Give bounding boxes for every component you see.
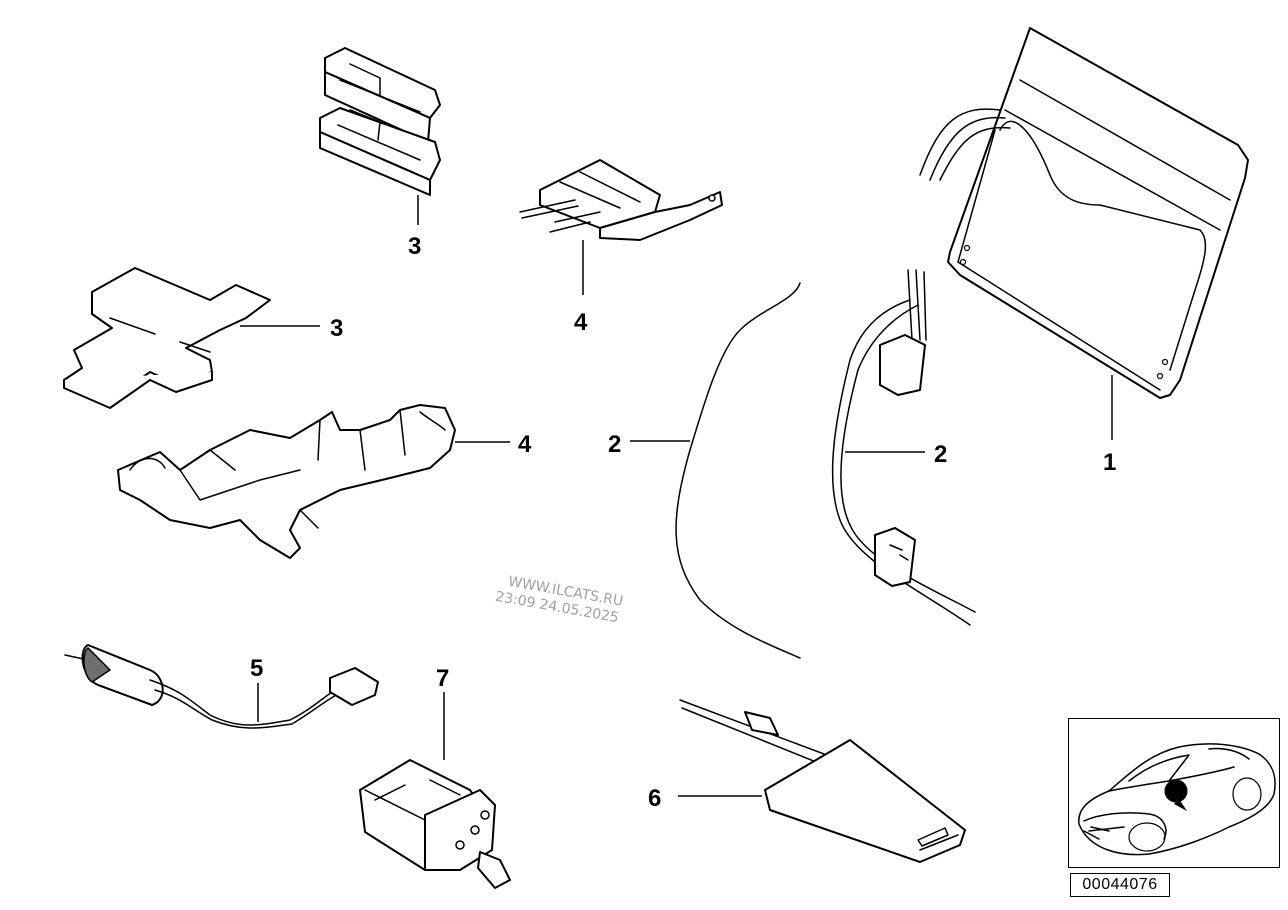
relay-part-7[interactable] [359, 759, 511, 889]
watermark: WWW.ILCATS.RU 23:09 24.05.2025 [494, 574, 624, 626]
wire-harness-part-2[interactable] [831, 269, 976, 626]
callout-7: 7 [436, 665, 449, 692]
heating-pad-part-1[interactable] [919, 27, 1249, 399]
pad-part-3[interactable] [63, 267, 271, 409]
callout-6: 6 [648, 785, 661, 812]
wedge-sensor-part-6[interactable] [679, 699, 966, 863]
cable-holder-part-4[interactable] [117, 404, 456, 559]
wire-part-2[interactable] [675, 282, 801, 659]
callout-4-top: 4 [574, 309, 588, 336]
clip-part-3[interactable] [319, 47, 441, 196]
reference-number: 00044076 [1070, 873, 1170, 897]
callout-5: 5 [250, 655, 263, 682]
callout-3-middle: 3 [330, 315, 343, 342]
callout-4-middle: 4 [518, 431, 532, 458]
connector-part-4[interactable] [519, 159, 723, 241]
callout-2-left: 2 [608, 431, 621, 458]
callout-1: 1 [1103, 449, 1116, 476]
sensor-part-5[interactable] [64, 644, 379, 729]
callout-2-right: 2 [934, 441, 947, 468]
car-location-thumbnail-icon [1078, 743, 1276, 856]
location-marker-icon [1164, 779, 1188, 803]
callout-3-top: 3 [408, 233, 421, 260]
car-location-thumbnail [1068, 718, 1280, 868]
